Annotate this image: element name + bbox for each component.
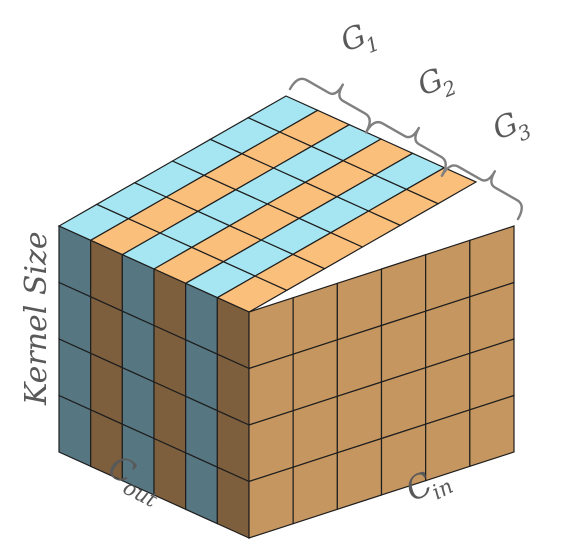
right-face-c-in — [248, 225, 515, 539]
g3-subscript: 3 — [514, 119, 535, 146]
group-brace-1 — [288, 77, 371, 134]
group-label-g1: G 1 — [336, 18, 383, 59]
group-brace-3 — [440, 164, 523, 221]
group-braces — [288, 77, 523, 221]
top-cell — [405, 166, 478, 205]
kernel-size-label: Kernel Size — [19, 231, 54, 406]
top-face — [57, 95, 478, 313]
g1-subscript: 1 — [362, 31, 383, 58]
group-label-g3: G 3 — [488, 106, 535, 147]
group-brace-2 — [364, 120, 447, 177]
group-label-g2: G 2 — [413, 62, 460, 103]
left-face-c-out — [58, 225, 250, 539]
right-cell — [469, 394, 515, 468]
